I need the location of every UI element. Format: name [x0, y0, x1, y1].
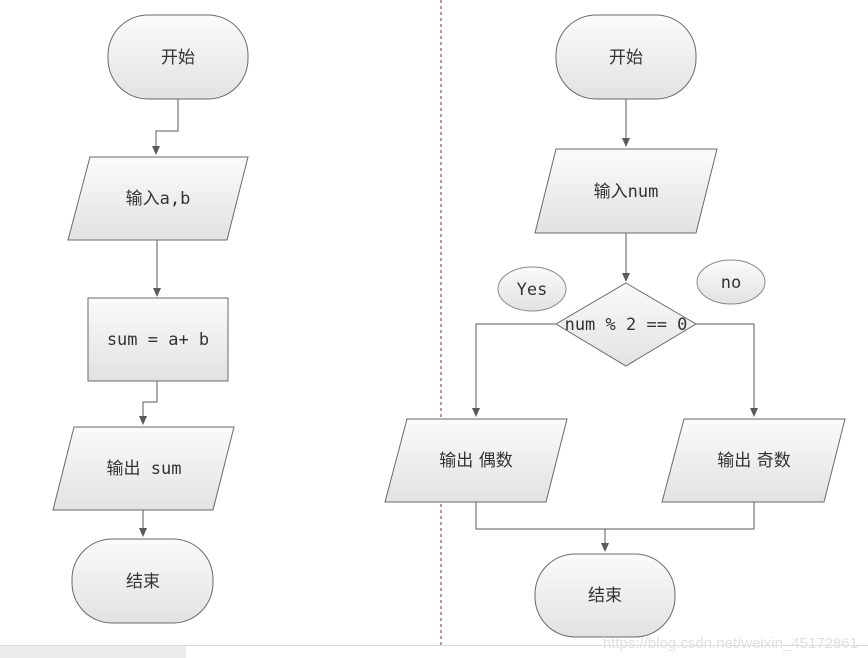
right-merge-connector: [475, 502, 755, 530]
left-input-label: 输入a,b: [126, 189, 191, 209]
bottom-divider: [186, 645, 868, 646]
right-decision-label: num % 2 == 0: [565, 315, 688, 335]
right-output-even-parallelogram: [384, 418, 568, 503]
left-start-label: 开始: [161, 48, 195, 68]
left-connector-1: [152, 99, 179, 155]
watermark-text: https://blog.csdn.net/weixin_45172861: [602, 635, 858, 652]
left-output-parallelogram: [52, 426, 235, 511]
left-process-box: [87, 297, 229, 382]
right-no-label-bubble: [696, 259, 766, 305]
left-input-parallelogram: [67, 156, 249, 241]
bottom-scrollbar[interactable]: [0, 645, 186, 658]
right-yes-label-bubble: [497, 266, 567, 312]
right-output-odd-parallelogram: [661, 418, 846, 503]
right-input-parallelogram: [534, 148, 718, 234]
left-end-terminal: [71, 538, 214, 624]
right-output-even-label: 输出 偶数: [439, 451, 512, 471]
right-input-label: 输入num: [594, 182, 659, 202]
left-output-label: 输出 sum: [107, 459, 182, 479]
right-yes-label: Yes: [517, 280, 548, 300]
right-yes-connector: [472, 323, 556, 417]
right-decision-diamond: [555, 282, 697, 367]
right-end-label: 结束: [588, 586, 622, 606]
left-connector-3: [139, 381, 158, 425]
left-end-label: 结束: [126, 572, 160, 592]
right-no-connector: [696, 323, 758, 417]
right-start-label: 开始: [609, 48, 643, 68]
left-process-label: sum = a+ b: [107, 330, 209, 350]
right-no-label: no: [721, 273, 741, 293]
right-end-terminal: [534, 553, 676, 638]
right-output-odd-label: 输出 奇数: [717, 451, 790, 471]
